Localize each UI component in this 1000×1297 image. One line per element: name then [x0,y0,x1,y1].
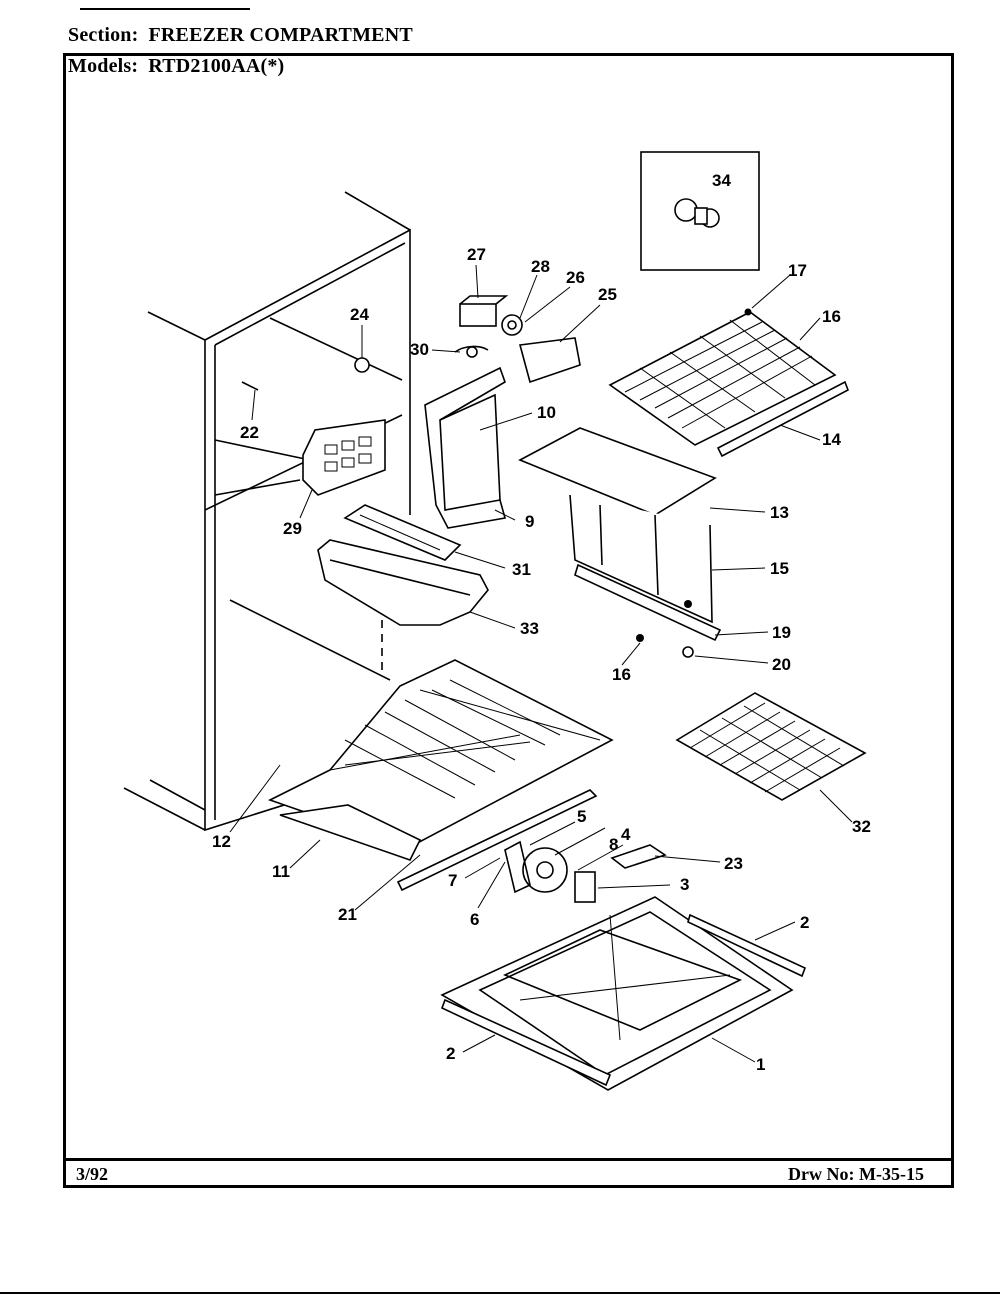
models-value: RTD2100AA(*) [148,55,285,77]
drawing-number: Drw No: M-35-15 [788,1164,924,1184]
footer-date: 3/92 [76,1164,109,1184]
air-duct-9-10 [424,366,507,529]
callout-29: 29 [283,519,302,538]
callout-30: 30 [410,340,429,359]
fan-assembly [504,840,667,903]
callout-16: 16 [612,665,631,684]
callout-17: 17 [788,261,807,280]
callout-12: 12 [212,832,231,851]
shelf-13-15 [518,427,722,658]
callout-21: 21 [338,905,357,924]
callout-25: 25 [598,285,617,304]
callout-9: 9 [525,512,534,531]
callout-28: 28 [531,257,550,276]
ice-bucket-31-33 [317,504,489,672]
callout-11: 11 [272,862,290,881]
section-value: FREEZER COMPARTMENT [148,24,413,46]
callout-27: 27 [467,245,486,264]
callout-3: 3 [680,875,689,894]
inset-box-34 [640,151,760,271]
models-heading: Models: RTD2100AA(*) [68,55,284,78]
leader-lines [229,264,853,1063]
callout-18: 16 [822,307,841,326]
callout-24: 24 [350,305,369,324]
callout-26: 26 [566,268,585,287]
callout-1: 1 [756,1055,765,1074]
callout-34: 34 [712,171,731,190]
callout-5: 5 [577,807,586,826]
callout-31: 31 [512,560,531,579]
footer-divider [63,1158,954,1161]
callout-4: 4 [621,825,631,844]
callout-15: 15 [770,559,789,578]
wire-shelf-18 [608,308,849,458]
models-key: Models: [68,55,139,77]
callout-10: 10 [537,403,556,422]
callout-33: 33 [520,619,539,638]
small-control-parts [241,295,581,391]
section-heading: Section: FREEZER COMPARTMENT [68,24,413,47]
bottom-rule [0,1292,1000,1294]
callout-14: 14 [822,430,841,449]
section-key: Section: [68,24,139,46]
callout-19: 19 [772,623,791,642]
callout-20: 20 [772,655,791,674]
wire-basket-32 [675,692,867,801]
callout-6: 6 [470,910,479,929]
callout-7: 7 [448,871,457,890]
ice-maker-29 [302,419,386,496]
callout-2-left: 2 [446,1044,455,1063]
callouts: 34 27 28 26 25 17 16 24 30 10 22 14 29 9… [212,171,871,1074]
callout-32: 32 [852,817,871,836]
bottom-cover-1 [440,896,807,1091]
callout-22: 22 [240,423,259,442]
callout-13: 13 [770,503,789,522]
callout-8: 8 [609,835,618,854]
callout-23: 23 [724,854,743,873]
freezer-shelf-12 [267,659,614,892]
callout-2-right: 2 [800,913,809,932]
drawing-frame [63,53,954,1188]
top-rule [80,8,250,10]
